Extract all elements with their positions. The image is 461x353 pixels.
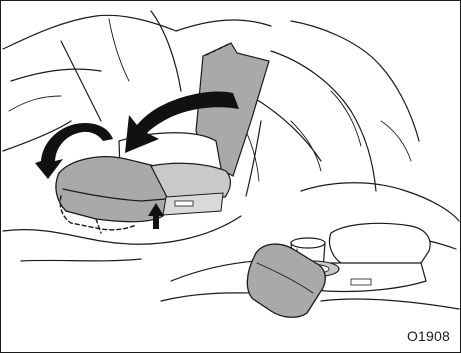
armrest-with-cupholder xyxy=(247,223,430,317)
figure-code: O1908 xyxy=(407,328,450,344)
armrest-folded xyxy=(56,157,231,233)
